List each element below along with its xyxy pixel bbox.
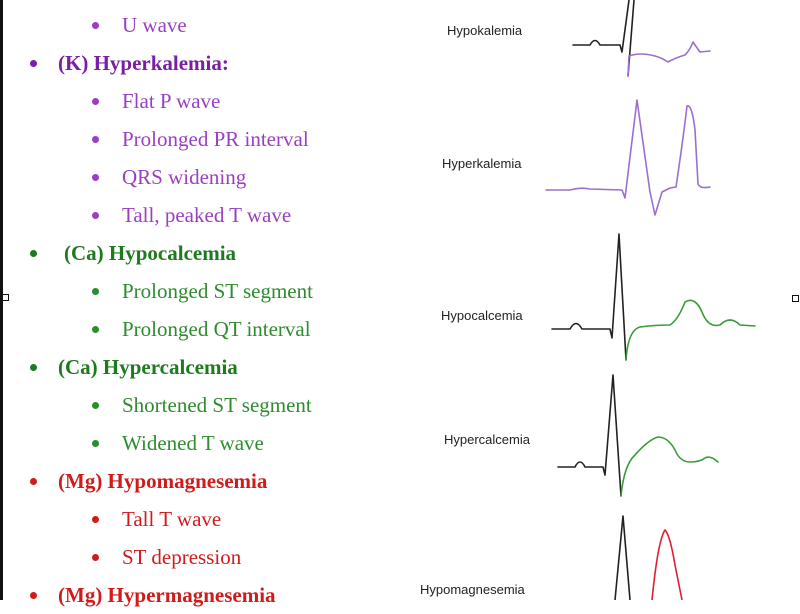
bullet-icon	[92, 516, 99, 523]
bullet-icon	[30, 250, 37, 257]
trace-hypercalcemia	[557, 374, 719, 497]
list-text: Flat P wave	[122, 89, 221, 113]
trace-hyperkalemia	[545, 99, 711, 216]
ecg-illustrations: Hypokalemia Hyperkalemia Hypocalcemia Hy…	[400, 0, 800, 600]
label-hypomagnesemia: Hypomagnesemia	[420, 582, 525, 597]
list-text: (Ca) Hypercalcemia	[58, 355, 238, 379]
bullet-icon	[92, 554, 99, 561]
bullet-icon	[92, 440, 99, 447]
bullet-icon	[92, 98, 99, 105]
label-hypokalemia: Hypokalemia	[447, 23, 523, 38]
label-hypercalcemia: Hypercalcemia	[444, 432, 530, 447]
trace-hypokalemia	[572, 0, 711, 77]
trace-hypocalcemia	[551, 233, 756, 361]
list-text: ST depression	[122, 545, 242, 569]
list-text: U wave	[122, 13, 187, 37]
bullet-icon	[92, 174, 99, 181]
list-text: Tall T wave	[122, 507, 222, 531]
bullet-icon	[92, 326, 99, 333]
ecg-traces	[545, 0, 756, 600]
list-text: Prolonged ST segment	[122, 279, 313, 303]
list-text: Tall, peaked T wave	[122, 203, 292, 227]
bullet-icon	[92, 288, 99, 295]
resize-handle-left[interactable]	[2, 294, 9, 301]
list-text: (Mg) Hypermagnesemia	[58, 583, 276, 607]
list-text: (Mg) Hypomagnesemia	[58, 469, 268, 493]
bullet-icon	[92, 136, 99, 143]
bullet-icon	[30, 60, 37, 67]
label-hypocalcemia: Hypocalcemia	[441, 308, 523, 323]
bullet-icon	[30, 478, 37, 485]
list-text: (Ca) Hypocalcemia	[64, 241, 237, 265]
trace-hypomagnesemia	[614, 515, 683, 600]
bullet-icon	[92, 212, 99, 219]
list-text: Prolonged PR interval	[122, 127, 309, 151]
list-text: (K) Hyperkalemia:	[58, 51, 229, 75]
resize-handle-right[interactable]	[792, 295, 799, 302]
bullet-icon	[30, 364, 37, 371]
left-border	[0, 0, 3, 600]
bullet-icon	[92, 402, 99, 409]
bullet-icon	[92, 22, 99, 29]
list-text: Widened T wave	[122, 431, 264, 455]
list-text: QRS widening	[122, 165, 247, 189]
list-text: Prolonged QT interval	[122, 317, 311, 341]
bullet-icon	[30, 592, 37, 599]
label-hyperkalemia: Hyperkalemia	[442, 156, 522, 171]
list-text: Shortened ST segment	[122, 393, 312, 417]
